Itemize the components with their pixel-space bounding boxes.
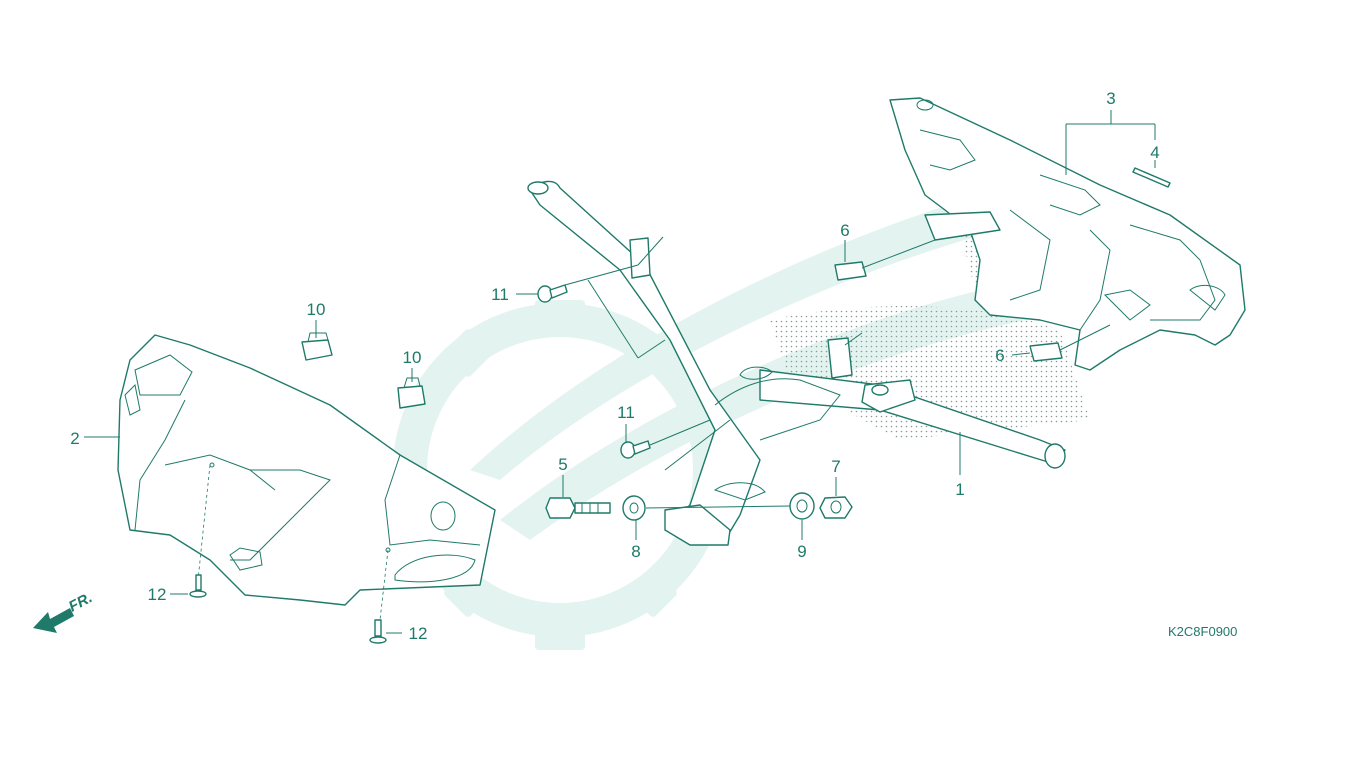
callout-2: 2 — [70, 429, 79, 448]
callout-10-upper: 10 — [307, 300, 326, 319]
leader-lines — [84, 110, 1156, 634]
callout-1: 1 — [955, 480, 964, 499]
handlebar-tube-part — [527, 180, 1066, 546]
washer-9-part — [789, 492, 815, 520]
callout-labels: 1 2 3 4 5 6 6 7 8 9 10 10 11 11 12 12 — [70, 89, 1159, 643]
callout-11-lower: 11 — [617, 403, 635, 422]
callout-5: 5 — [558, 455, 567, 474]
clip-6-lower — [1029, 342, 1063, 362]
callout-4: 4 — [1150, 143, 1159, 162]
callout-11-upper: 11 — [491, 285, 509, 304]
callout-6-lower: 6 — [995, 346, 1004, 365]
screw-11-lower — [620, 440, 651, 459]
screw-11-upper — [537, 284, 568, 303]
diagram-code: K2C8F0900 — [1168, 624, 1237, 639]
callout-7: 7 — [831, 457, 840, 476]
front-direction-arrow-icon — [33, 608, 74, 633]
front-direction-indicator: FR. — [33, 589, 95, 633]
clip-6-upper — [834, 261, 867, 281]
callout-12-right: 12 — [409, 624, 428, 643]
callout-9: 9 — [797, 542, 806, 561]
callout-12-left: 12 — [148, 585, 167, 604]
front-handlebar-cover-part — [117, 334, 496, 621]
callout-8: 8 — [631, 542, 640, 561]
callout-6-upper: 6 — [840, 221, 849, 240]
screw-12-left — [189, 574, 207, 598]
emblem-4-part — [1132, 167, 1171, 188]
callout-3: 3 — [1106, 89, 1115, 108]
clip-10-upper — [301, 332, 333, 361]
bolt-axis-line — [645, 505, 791, 509]
callout-10-lower: 10 — [403, 348, 422, 367]
screw-12-right — [369, 619, 387, 644]
rear-handlebar-cover-part — [889, 97, 1246, 371]
washer-8-part — [622, 495, 646, 521]
bolt-5-part — [545, 497, 611, 519]
nut-7-part — [819, 496, 853, 519]
